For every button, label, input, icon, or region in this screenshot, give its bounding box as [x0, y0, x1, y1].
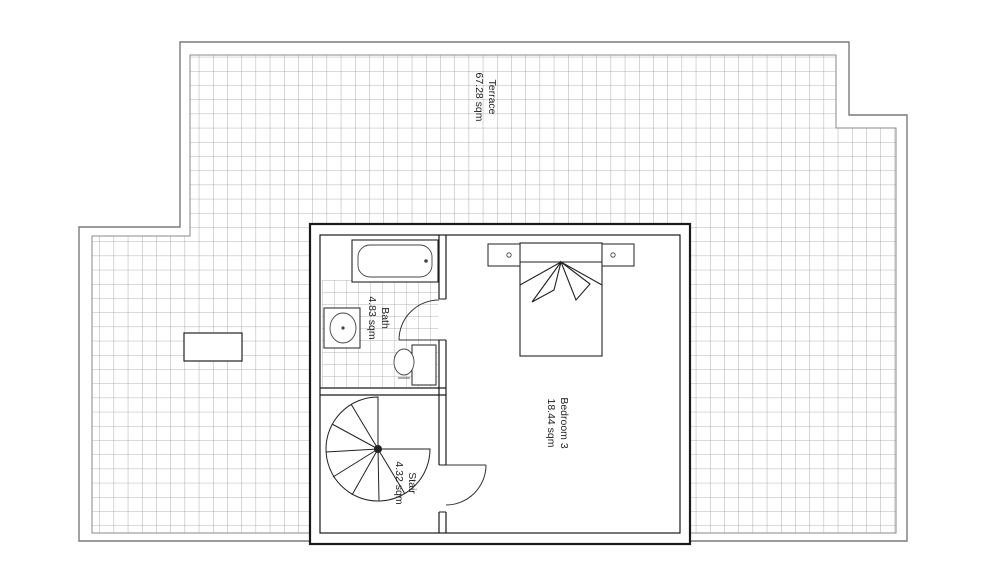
- bedroom-area: 18.44 sqm: [545, 398, 557, 447]
- bedside-table-left: [487, 243, 521, 267]
- building-inner-wall: [319, 234, 681, 534]
- bathtub: [351, 239, 439, 283]
- bath-door: [398, 299, 440, 341]
- spiral-staircase: [325, 396, 431, 502]
- stair-label: Stair 4.32 sqm: [393, 461, 418, 504]
- stair-name: Stair: [406, 472, 418, 494]
- washbasin: [323, 307, 361, 349]
- terrace-name: Terrace: [486, 79, 498, 114]
- terrace-label: Terrace 67.28 sqm: [473, 72, 498, 121]
- bath-area: 4.83 sqm: [366, 296, 378, 339]
- interior-walls: [320, 235, 447, 533]
- double-bed: [519, 242, 603, 357]
- bedside-table-right: [601, 243, 635, 267]
- toilet: [393, 344, 437, 386]
- skylight: [183, 332, 243, 362]
- stair-area: 4.32 sqm: [393, 461, 405, 504]
- bedroom-name: Bedroom 3: [558, 397, 570, 449]
- stair-door: [445, 464, 487, 506]
- bedroom-label: Bedroom 3 18.44 sqm: [545, 397, 570, 449]
- terrace-area: 67.28 sqm: [473, 72, 485, 121]
- bath-name: Bath: [379, 307, 391, 329]
- bath-label: Bath 4.83 sqm: [366, 296, 391, 339]
